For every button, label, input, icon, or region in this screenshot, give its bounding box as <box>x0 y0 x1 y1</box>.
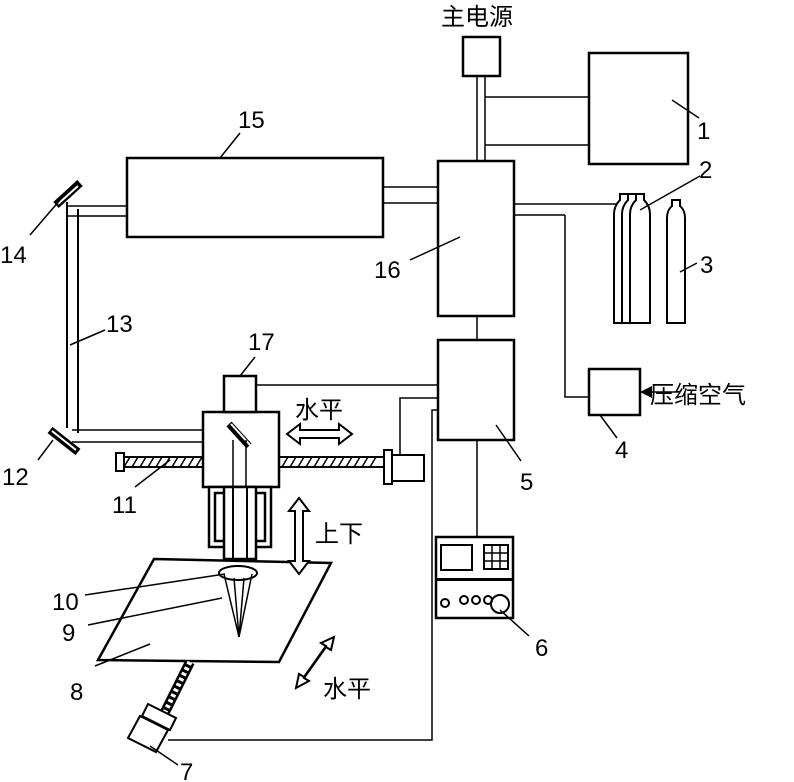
laser-beam-cone <box>223 573 253 638</box>
callout-10: 10 <box>52 589 79 616</box>
callout-2: 2 <box>699 157 712 184</box>
callout-3: 3 <box>700 252 713 279</box>
compressed-air-label: 压缩空气 <box>650 381 746 409</box>
main-power-box <box>461 35 502 78</box>
processing-head <box>201 374 281 561</box>
callout-15: 15 <box>238 107 265 134</box>
leader-lines <box>29 99 701 766</box>
wiring <box>168 76 675 741</box>
mirror-14 <box>53 180 83 208</box>
motion-controller-box <box>436 338 516 442</box>
callout-16: 16 <box>374 257 401 284</box>
callout-17: 17 <box>248 329 275 356</box>
callout-1: 1 <box>697 118 710 145</box>
vertical-label: 上下 <box>315 520 363 548</box>
bottom-screw-motor <box>126 659 195 754</box>
callout-6: 6 <box>535 635 548 662</box>
horizontal-label-bottom: 水平 <box>323 675 371 703</box>
callout-9: 9 <box>62 620 75 647</box>
control-box <box>436 159 516 318</box>
callout-12: 12 <box>2 464 29 491</box>
callout-4: 4 <box>615 437 628 464</box>
laser-generator <box>125 156 385 239</box>
gas-cylinders <box>613 193 686 324</box>
horizontal-arrow-bottom <box>294 635 336 690</box>
air-compressor-unit <box>587 367 642 417</box>
focus-head-17 <box>222 374 258 414</box>
main-power-label: 主电源 <box>441 3 513 31</box>
callout-13: 13 <box>106 311 133 338</box>
callout-14: 14 <box>0 242 27 269</box>
cnc-controller <box>434 535 515 620</box>
vertical-arrow <box>286 496 312 576</box>
focusing-lens <box>218 565 258 581</box>
callout-8: 8 <box>70 679 83 706</box>
callout-5: 5 <box>520 469 533 496</box>
callout-11: 11 <box>112 492 137 519</box>
workpiece-plate <box>95 557 334 664</box>
horizontal-label-top: 水平 <box>295 396 343 424</box>
mirror-12 <box>47 426 81 456</box>
power-supply-unit <box>587 51 690 166</box>
callout-7: 7 <box>180 759 193 782</box>
horizontal-arrow-top <box>285 421 354 447</box>
